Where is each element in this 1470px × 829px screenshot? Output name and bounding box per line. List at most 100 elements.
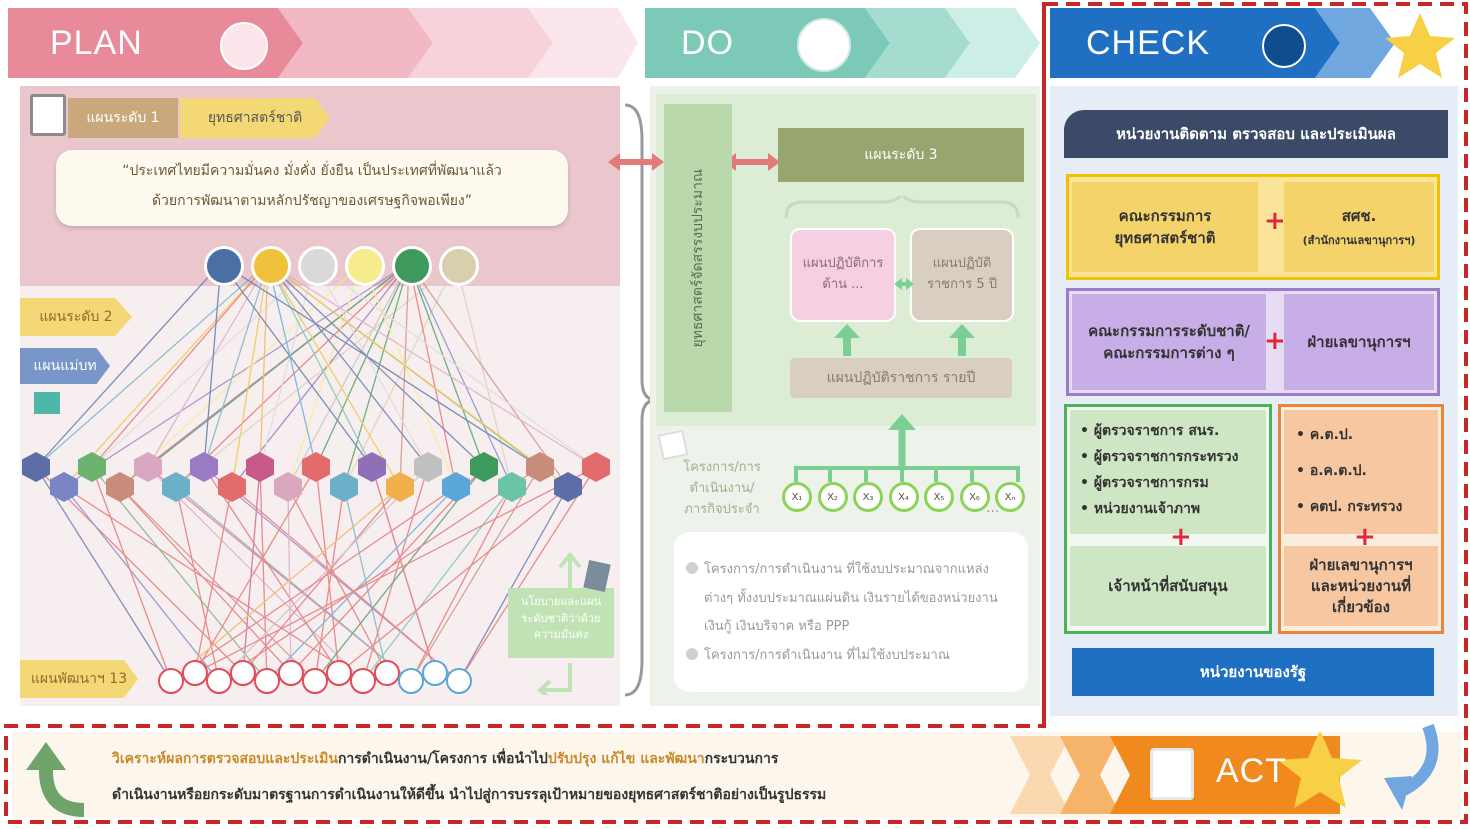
plan-title: PLAN bbox=[50, 24, 143, 62]
linkage-line bbox=[203, 262, 222, 468]
linkage-line bbox=[259, 262, 269, 468]
budget-strategy-label: ยุทธศาสตร์จัดสรรงบประมาณ bbox=[690, 168, 706, 348]
strategy-goal-icon bbox=[439, 246, 479, 286]
check-title-bar: หน่วยงานติดตาม ตรวจสอบ และประเมินผล bbox=[1064, 110, 1448, 158]
check-title-text: หน่วยงานติดตาม ตรวจสอบ และประเมินผล bbox=[1116, 125, 1396, 143]
act-description: วิเคราะห์ผลการตรวจสอบและประเมินการดำเนิน… bbox=[112, 748, 982, 806]
plus-icon: + bbox=[1354, 522, 1376, 552]
linkage-line bbox=[408, 262, 513, 488]
inspector-item: ผู้ตรวจราชการกรม bbox=[1080, 472, 1256, 494]
linkage-line bbox=[314, 262, 597, 468]
support-staff-box: เจ้าหน้าที่สนับสนุน bbox=[1070, 546, 1266, 626]
linkage-line bbox=[91, 262, 316, 468]
note-2-bullet bbox=[686, 647, 698, 660]
level1-tag: แผนระดับ 1 bbox=[68, 98, 178, 138]
act-line-1: วิเคราะห์ผลการตรวจสอบและประเมินการดำเนิน… bbox=[112, 748, 982, 770]
linkage-line bbox=[91, 262, 269, 468]
project-ellipsis: ... bbox=[986, 500, 1000, 516]
linkage-line bbox=[220, 262, 373, 468]
vision-line-1: “ประเทศไทยมีความมั่นคง มั่งคั่ง ยั่งยืน … bbox=[122, 163, 502, 179]
act-line-2: ดำเนินงานหรือยกระดับมาตรฐานการดำเนินงานใ… bbox=[112, 787, 827, 803]
linkage-line bbox=[203, 262, 269, 468]
note-1-text: โครงการ/การดำเนินงาน ที่ใช้งบประมาณจากแห… bbox=[704, 562, 998, 635]
devplan-node-icon bbox=[206, 668, 232, 694]
committee-box: คณะกรรมการยุทธศาสตร์ชาติ bbox=[1072, 182, 1258, 272]
inspector-item: หน่วยงานเจ้าภาพ bbox=[1080, 498, 1256, 520]
devplan-node-icon bbox=[326, 660, 352, 686]
act-line-1b: การดำเนินงาน/โครงการ เพื่อนำไป bbox=[337, 751, 548, 767]
linkage-line bbox=[408, 262, 485, 468]
devplan-tag: แผนพัฒนาฯ 13 bbox=[20, 660, 138, 698]
project-node: X₁ bbox=[782, 482, 812, 512]
linkage-line bbox=[63, 486, 220, 682]
level1-name: ยุทธศาสตร์ชาติ bbox=[180, 98, 330, 138]
act-line-1d: กระบวนการ bbox=[704, 751, 779, 767]
inspectors-box: ผู้ตรวจราชการ สนร. ผู้ตรวจราชการกระทรวง … bbox=[1070, 410, 1266, 534]
plan-header: PLAN bbox=[8, 8, 638, 78]
do-title: DO bbox=[681, 24, 734, 62]
devplan-node-icon bbox=[230, 660, 256, 686]
strategy-goal-icon bbox=[345, 246, 385, 286]
linkage-line bbox=[267, 262, 485, 468]
committees-right-box: ค.ต.ป. อ.ค.ต.ป. คตป. กระทรวง bbox=[1284, 410, 1438, 534]
committee-item: อ.ค.ต.ป. bbox=[1296, 460, 1426, 482]
return-arrow-icon bbox=[26, 742, 85, 817]
inspector-item: ผู้ตรวจราชการกระทรวง bbox=[1080, 446, 1256, 468]
devplan-node-icon bbox=[422, 660, 448, 686]
project-node: X₃ bbox=[853, 482, 883, 512]
strategy-goal-icon bbox=[251, 246, 291, 286]
linkage-line bbox=[314, 262, 429, 468]
act-line-1a: วิเคราะห์ผลการตรวจสอบและประเมิน bbox=[112, 751, 338, 767]
vision-line-2: ด้วยการพัฒนาตามหลักปรัชญาของเศรษฐกิจพอเพ… bbox=[151, 193, 473, 209]
gov-agencies-label: หน่วยงานของรัฐ bbox=[1199, 663, 1307, 681]
handshake-icon bbox=[220, 22, 268, 70]
note-1: โครงการ/การดำเนินงาน ที่ใช้งบประมาณจากแห… bbox=[686, 556, 1014, 642]
nesdc-box: สศช. (สำนักงานเลขานุการฯ) bbox=[1284, 182, 1434, 272]
level3-tag: แผนระดับ 3 bbox=[778, 128, 1024, 182]
checklist-icon bbox=[1150, 748, 1194, 800]
check-title: CHECK bbox=[1086, 24, 1211, 62]
level2-tag: แผนระดับ 2 bbox=[20, 298, 132, 336]
act-line-1c: ปรับปรุง แก้ไข และพัฒนา bbox=[547, 751, 705, 767]
secretariat-related-box: ฝ่ายเลขานุการฯ และหน่วยงานที่เกี่ยวข้อง bbox=[1284, 546, 1438, 626]
linkage-line bbox=[203, 466, 340, 674]
document-icon bbox=[30, 94, 66, 136]
act-title: ACT bbox=[1216, 752, 1287, 790]
linkage-line bbox=[267, 262, 597, 468]
note-2-text: โครงการ/การดำเนินงาน ที่ไม่ใช้งบประมาณ bbox=[704, 647, 950, 663]
devplan-node-icon bbox=[182, 660, 208, 686]
inspectors-list: ผู้ตรวจราชการ สนร. ผู้ตรวจราชการกระทรวง … bbox=[1080, 420, 1256, 520]
linkage-line bbox=[399, 262, 410, 488]
plus-icon: + bbox=[1264, 326, 1286, 356]
linkage-line bbox=[218, 466, 541, 682]
devplan-node-icon bbox=[446, 668, 472, 694]
committees-right-list: ค.ต.ป. อ.ค.ต.ป. คตป. กระทรวง bbox=[1296, 424, 1426, 518]
devplan-node-icon bbox=[254, 668, 280, 694]
devplan-node-icon bbox=[350, 668, 376, 694]
note-2: โครงการ/การดำเนินงาน ที่ไม่ใช้งบประมาณ bbox=[686, 642, 1014, 671]
devplan-node-icon bbox=[278, 660, 304, 686]
secretariat-box: ฝ่ายเลขานุการฯ bbox=[1284, 294, 1434, 390]
committee-item: คตป. กระทรวง bbox=[1296, 496, 1426, 518]
annual-plan-box: แผนปฏิบัติราชการ รายปี bbox=[790, 358, 1012, 398]
committee-item: ค.ต.ป. bbox=[1296, 424, 1426, 446]
do-notes-box: โครงการ/การดำเนินงาน ที่ใช้งบประมาณจากแห… bbox=[674, 532, 1028, 692]
project-node: X₄ bbox=[888, 482, 919, 512]
note-1-bullet bbox=[686, 562, 698, 574]
masterplan-tag: แผนแม่บท bbox=[20, 348, 110, 384]
do-header: DO bbox=[645, 8, 1040, 78]
strategy-goal-icon bbox=[204, 246, 244, 286]
clipboard-icon bbox=[797, 18, 851, 72]
project-node: Xₙ bbox=[995, 482, 1025, 512]
plus-icon: + bbox=[1170, 522, 1192, 552]
project-node: X₆ bbox=[959, 482, 990, 512]
devplan-node-icon bbox=[374, 660, 400, 686]
linkage-line bbox=[410, 486, 513, 682]
project-node: X₅ bbox=[924, 482, 954, 512]
linkage-line bbox=[266, 486, 457, 682]
masterplan-book-icon bbox=[34, 392, 60, 414]
inspector-item: ผู้ตรวจราชการ สนร. bbox=[1080, 420, 1256, 442]
national-committees-box: คณะกรรมการระดับชาติ/ คณะกรรมการต่าง ๆ bbox=[1072, 294, 1266, 390]
note-icon bbox=[657, 429, 689, 461]
strategy-goal-icon bbox=[392, 246, 432, 286]
